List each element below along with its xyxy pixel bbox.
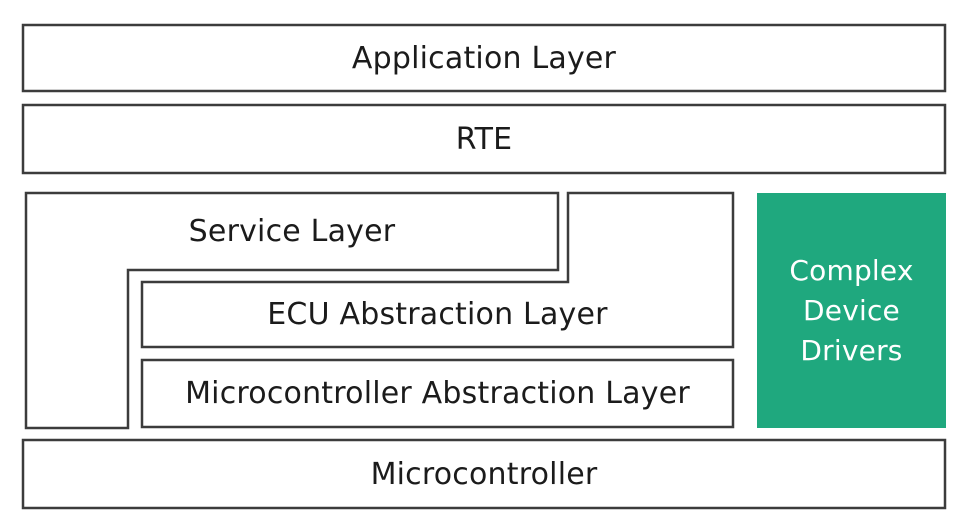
- microcontroller-abstraction-layer-box: [140, 358, 735, 429]
- service-layer-shape: [24, 191, 560, 430]
- application-layer-box: [21, 23, 947, 93]
- microcontroller-label: Microcontroller: [370, 456, 598, 492]
- complex-device-drivers-box: [757, 193, 946, 428]
- rte-label: RTE: [455, 121, 513, 157]
- microcontroller-box: [21, 438, 947, 510]
- ecu-abstraction-layer-shape: [140, 191, 735, 349]
- rte-box: [21, 103, 947, 175]
- ecu-abstraction-layer-label: ECU Abstraction Layer: [267, 297, 608, 332]
- application-layer-label: Application Layer: [351, 40, 617, 76]
- service-layer-label: Service Layer: [188, 214, 396, 249]
- complex-device-drivers-label: Complex Device Drivers: [789, 253, 914, 367]
- microcontroller-abstraction-layer-label: Microcontroller Abstraction Layer: [185, 376, 690, 411]
